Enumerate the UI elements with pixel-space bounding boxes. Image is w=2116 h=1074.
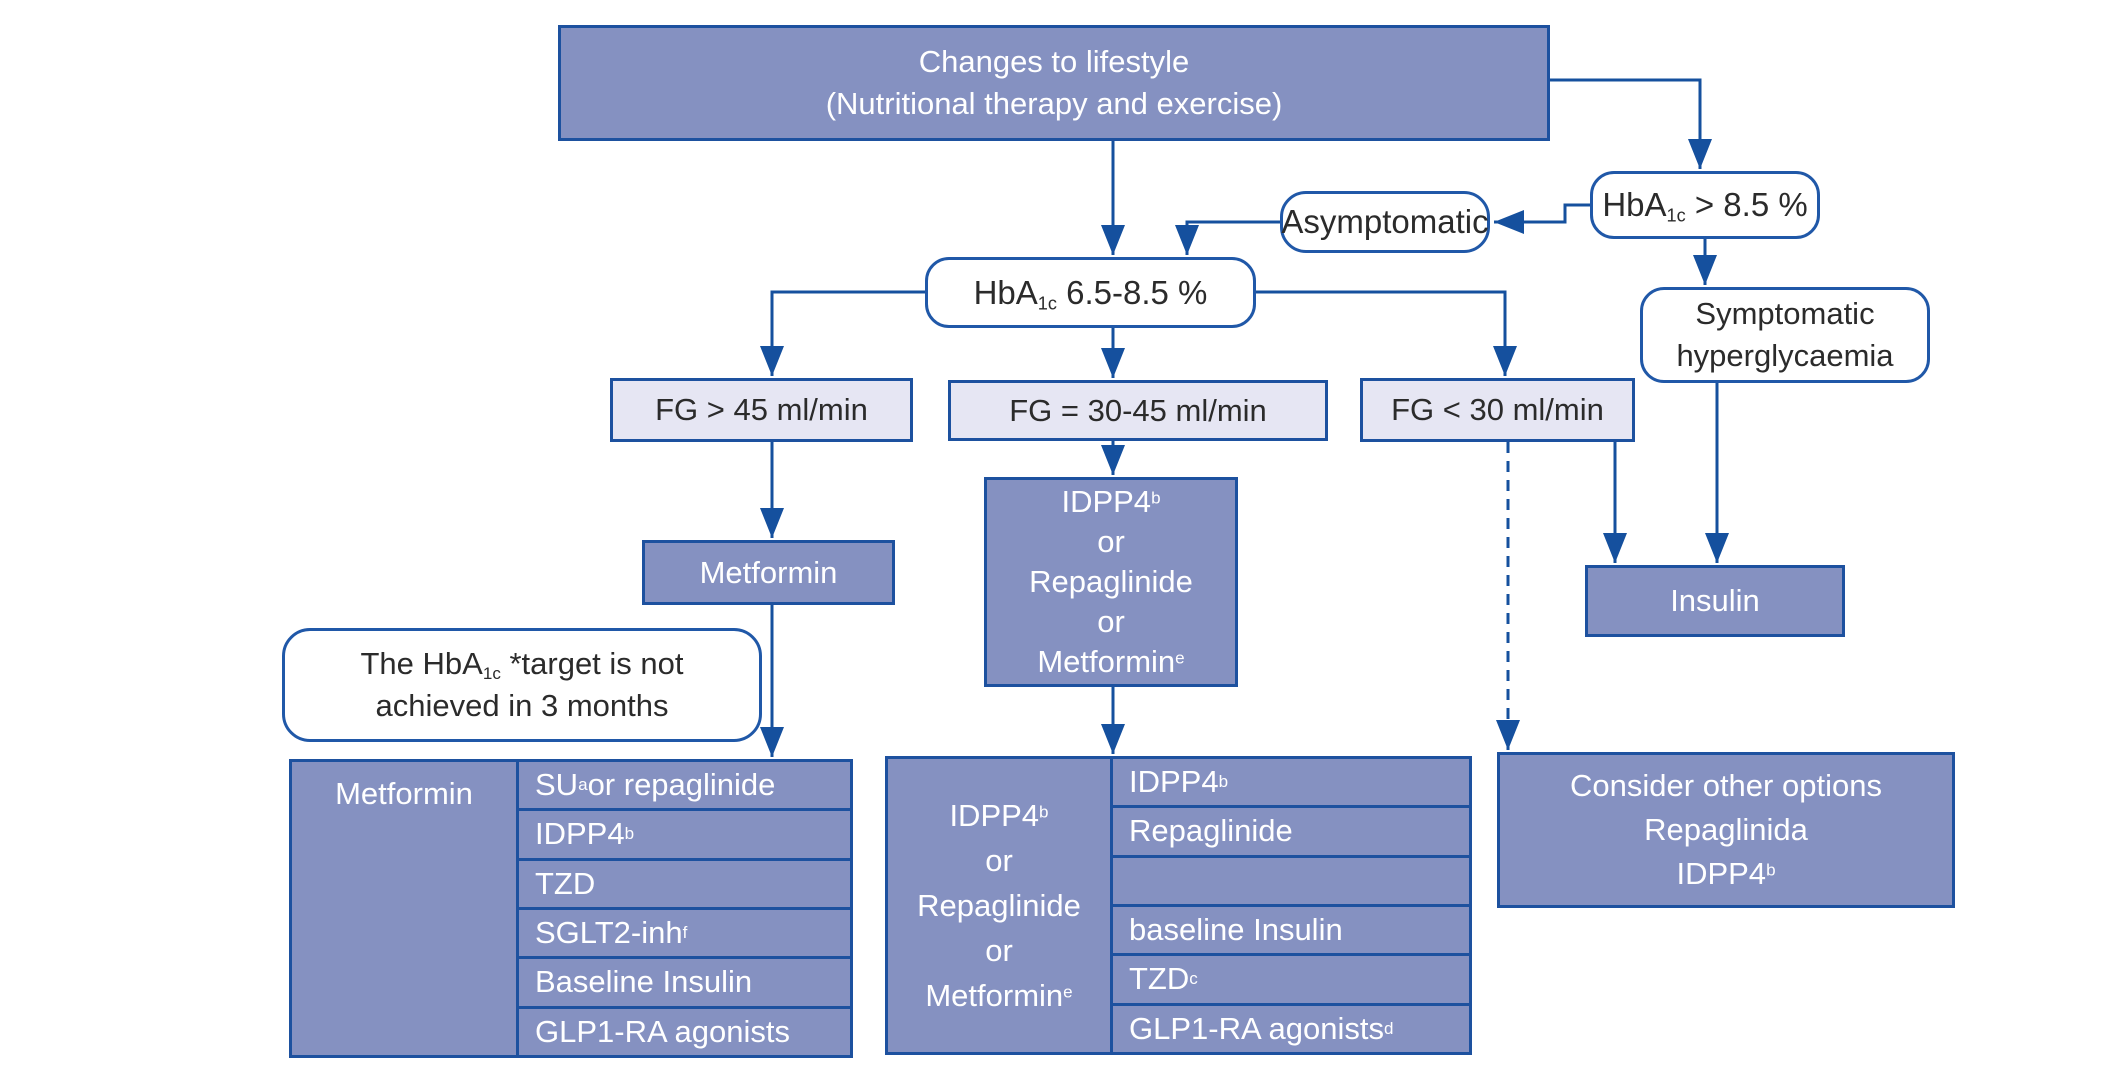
triple-table-header: IDPP4b or Repaglinide or Metformine xyxy=(888,759,1110,1052)
symptomatic-line1: Symptomatic xyxy=(1695,296,1875,331)
insulin-label: Insulin xyxy=(1670,583,1760,618)
metformin-table-header: Metformin xyxy=(292,762,516,1055)
table-row: TZD xyxy=(519,860,850,907)
fg-low-box: FG < 30 ml/min xyxy=(1360,378,1635,442)
fg-high-box: FG > 45 ml/min xyxy=(610,378,913,442)
table-row: baseline Insulin xyxy=(1113,906,1469,954)
asymptomatic-node: Asymptomatic xyxy=(1280,191,1490,253)
triple-table: IDPP4b or Repaglinide or Metformine IDPP… xyxy=(885,756,1472,1055)
table-row: Repaglinide xyxy=(1113,808,1469,855)
fg-mid-label: FG = 30-45 ml/min xyxy=(1009,392,1267,428)
target-note-line2: achieved in 3 months xyxy=(375,688,669,723)
consider-line2: Repaglinida xyxy=(1644,812,1808,847)
arrow-asymptomatic-to-hba-mid xyxy=(1175,220,1280,255)
triple-line4: or xyxy=(1097,604,1125,639)
hba1c-high-label: HbA1c > 8.5 % xyxy=(1602,186,1808,226)
fg-low-label: FG < 30 ml/min xyxy=(1391,392,1604,427)
insulin-box: Insulin xyxy=(1585,565,1845,637)
target-note: The HbA1c *target is not achieved in 3 m… xyxy=(282,628,762,742)
triple-line5: Metformine xyxy=(1037,644,1185,679)
table-row: GLP1-RA agonists xyxy=(519,1008,850,1055)
symptomatic-node: Symptomatic hyperglycaemia xyxy=(1640,287,1930,383)
table-row xyxy=(1113,857,1469,904)
symptomatic-line2: hyperglycaemia xyxy=(1676,338,1894,373)
arrow-lifestyle-to-hba-high xyxy=(1550,78,1712,169)
consider-line3: IDPP4b xyxy=(1676,856,1776,891)
fg-mid-box: FG = 30-45 ml/min xyxy=(948,380,1328,441)
lifestyle-line2: (Nutritional therapy and exercise) xyxy=(825,86,1283,121)
metformin-label: Metformin xyxy=(699,554,838,590)
target-note-line1: The HbA1c *target is not xyxy=(360,646,684,684)
table-row: Baseline Insulin xyxy=(519,959,850,1006)
metformin-box: Metformin xyxy=(642,540,895,605)
fg-high-label: FG > 45 ml/min xyxy=(655,392,868,427)
consider-options-box: Consider other options Repaglinida IDPP4… xyxy=(1497,752,1955,908)
arrow-hba-mid-to-fg-high xyxy=(760,290,925,376)
lifestyle-line1: Changes to lifestyle xyxy=(918,44,1190,79)
hba1c-mid-node: HbA1c 6.5-8.5 % xyxy=(925,257,1256,328)
lifestyle-box: Changes to lifestyle (Nutritional therap… xyxy=(558,25,1550,141)
hba1c-high-node: HbA1c > 8.5 % xyxy=(1590,171,1820,239)
arrow-hba-high-to-asymptomatic xyxy=(1494,203,1590,234)
triple-line3: Repaglinide xyxy=(1029,564,1193,599)
arrow-hba-mid-to-fg-low xyxy=(1256,290,1517,376)
triple-line1: IDPP4b xyxy=(1061,484,1161,519)
hba1c-mid-label: HbA1c 6.5-8.5 % xyxy=(973,273,1208,313)
consider-line1: Consider other options xyxy=(1570,768,1882,803)
triple-line2: or xyxy=(1097,524,1125,559)
asymptomatic-label: Asymptomatic xyxy=(1281,203,1489,240)
triple-therapy-box: IDPP4b or Repaglinide or Metformine xyxy=(984,477,1238,687)
